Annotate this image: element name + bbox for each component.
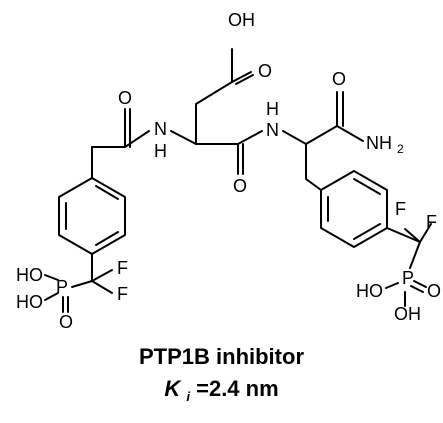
bond: [353, 178, 381, 195]
bond: [336, 125, 364, 142]
caption: PTP1B inhibitor K i =2.4 nm: [139, 344, 304, 406]
atom-label-p: P: [402, 268, 414, 288]
bond: [305, 178, 322, 191]
bond: [385, 282, 399, 289]
bond: [44, 274, 59, 281]
atom-label-n: N: [154, 119, 167, 139]
atom-label-h: H: [154, 141, 167, 161]
atom-label-h: H: [266, 99, 279, 119]
bond: [409, 241, 421, 269]
bond: [124, 130, 150, 148]
atom-label-o: O: [233, 176, 247, 196]
bond: [320, 170, 388, 248]
bond: [410, 285, 424, 293]
atom-label-o: O: [258, 61, 272, 81]
bond: [44, 292, 59, 301]
atom-label-o: O: [332, 69, 346, 89]
bond: [282, 130, 307, 145]
bond: [58, 177, 126, 255]
atom-label-oh: OH: [228, 10, 255, 30]
bond: [95, 231, 119, 246]
atom-label-f: F: [395, 199, 406, 219]
bond: [235, 74, 254, 85]
atom-label-o: O: [427, 281, 441, 301]
atom-label-ho: HO: [356, 281, 383, 301]
bond: [305, 125, 338, 145]
bond: [170, 130, 197, 145]
bond: [71, 280, 93, 288]
atom-label-nh2: NH 2: [366, 133, 404, 156]
bond: [91, 280, 113, 294]
caption-value: =2.4 nm: [196, 376, 279, 401]
atom-label-ho: HO: [16, 292, 43, 312]
atom-label-f: F: [117, 258, 128, 278]
bond: [195, 81, 233, 105]
caption-k: K: [164, 376, 182, 401]
atom-label-subscript: 2: [397, 142, 404, 156]
bond: [353, 223, 381, 240]
bond: [404, 228, 421, 243]
caption-title: PTP1B inhibitor: [139, 344, 304, 369]
atom-label-nh-text: NH: [366, 133, 392, 153]
atom-label-o: O: [59, 312, 73, 332]
atom-label-n: N: [266, 120, 279, 140]
atom-label-f: F: [426, 212, 437, 232]
bond: [413, 280, 427, 288]
atom-label-f: F: [117, 284, 128, 304]
bond: [95, 185, 119, 200]
atom-label-o: O: [118, 88, 132, 108]
atom-label-oh: OH: [394, 304, 421, 324]
bond-lines: [44, 48, 432, 313]
atom-labels: OH O O N H O H N O NH 2 F F HO P HO O F …: [16, 10, 441, 332]
atom-label-p: P: [56, 277, 68, 297]
bond: [91, 269, 113, 282]
bond: [231, 71, 252, 83]
bond: [237, 130, 263, 145]
caption-k-subscript: i: [186, 389, 190, 404]
caption-constant: K i =2.4 nm: [164, 376, 278, 406]
bond: [386, 227, 421, 243]
bond: [419, 223, 432, 243]
atom-label-ho: HO: [16, 265, 43, 285]
